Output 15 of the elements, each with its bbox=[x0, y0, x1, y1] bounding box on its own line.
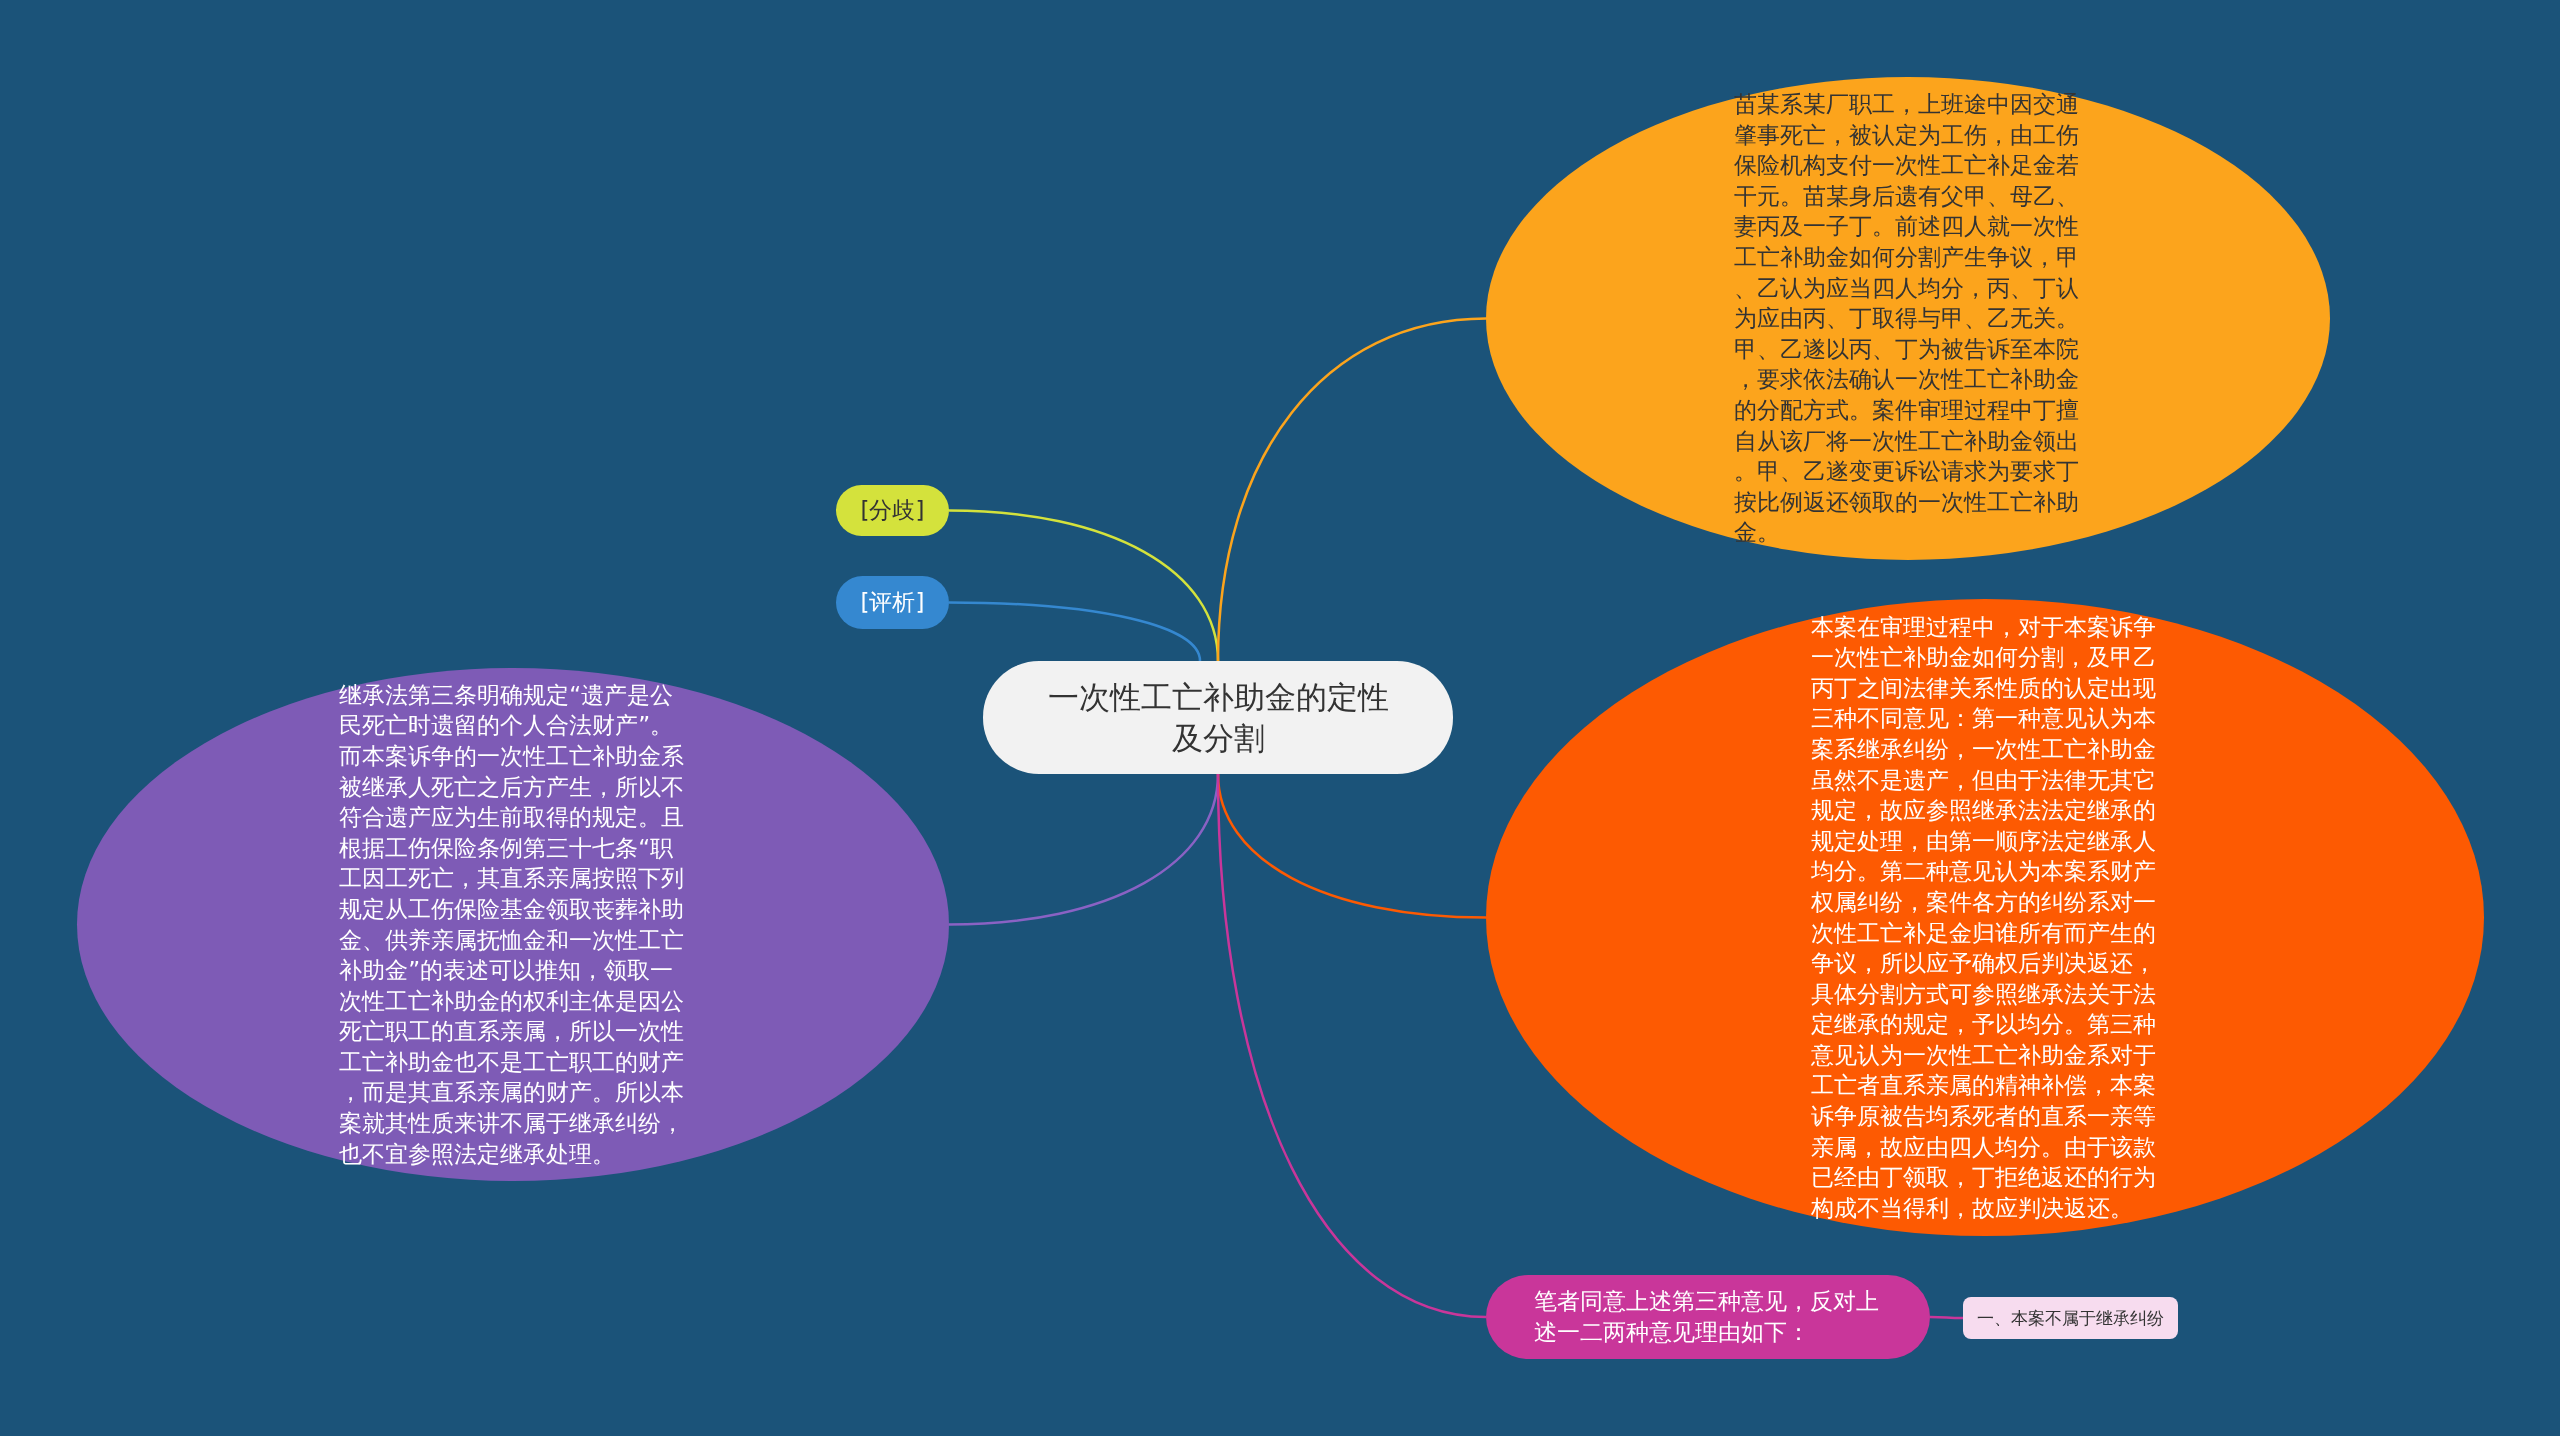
connector-line bbox=[949, 601, 1202, 662]
sub-tag bbox=[1963, 1297, 2178, 1339]
node-text: [分歧] bbox=[859, 496, 926, 525]
branch-tag bbox=[836, 485, 949, 536]
connector-line bbox=[1930, 1315, 1963, 1320]
node-text: 继承法第三条明确规定“遗产是公民死亡时遗留的个人合法财产”。而本案诉争的一次性工亡补助金系被继承人死亡之后方产生，所以不符合遗产应为生前取得的规定。且根据工伤保险条例第三十七条“职工因工死亡，其直系亲属按照下列规定从工伤保险基金领取丧葬补助金、供养亲属抚恤金和一次性工亡补助金”的表述可以推知，领取一次性工亡补助金的权利主体是因公死亡职工的直系亲属，所以一次性工亡补助金也不是工亡职工的财产，而是其直系亲属的财产。所以本案就其性质来讲不属于继承纠纷，也不宜参照法定继承处理。 bbox=[339, 680, 686, 1169]
node-text: 本案在审理过程中，对于本案诉争一次性亡补助金如何分割，及甲乙丙丁之间法律关系性质的认定出现三种不同意见：第一种意见认为本案系继承纠纷，一次性工亡补助金虽然不是遗产，但由于法律无其它规定，故应参照继承法法定继承的规定处理，由第一顺序法定继承人均分。第二种意见认为本案系财产权属纠纷，案件各方的纠纷系对一次性工亡补足金归谁所有而产生的争议，所以应予确权后判决返还，具体分割方式可参照继承法关于法定继承的规定，予以均分。第三种意见认为一次性工亡补助金系对于工亡者直系亲属的精神补偿，本案诉争原被告均系死者的直系一亲等亲属，故应由四人均分。由于该款已经由丁领取，丁拒绝返还的行为构成不当得利，故应判决返还。 bbox=[1811, 612, 2158, 1223]
branch-tag bbox=[836, 576, 949, 629]
node-text: 笔者同意上述第三种意见，反对上述一二两种意见理由如下： bbox=[1534, 1287, 1881, 1347]
node-text: 苗某系某厂职工，上班途中因交通肇事死亡，被认定为工伤，由工伤保险机构支付一次性工亡补足金若干元。苗某身后遗有父甲、母乙、妻丙及一子丁。前述四人就一次性工亡补助金如何分割产生争议，甲、乙认为应当四人均分，丙、丁认为应由丙、丁取得与甲、乙无关。甲、乙遂以丙、丁为被告诉至本院，要求依法确认一次性工亡补助金的分配方式。案件审理过程中丁擅自从该厂将一次性工亡补助金领出。甲、乙遂变更诉讼请求为要求丁按比例返还领取的一次性工亡补助金。 bbox=[1734, 90, 2081, 548]
connector-line bbox=[1216, 317, 1487, 662]
node-text: 一、本案不属于继承纠纷 bbox=[1976, 1307, 2165, 1329]
node-text: [评析] bbox=[859, 588, 926, 617]
connector-line bbox=[1216, 773, 1487, 1319]
topic-text: 一次性工亡补助金的定性及分割 bbox=[1046, 678, 1390, 758]
